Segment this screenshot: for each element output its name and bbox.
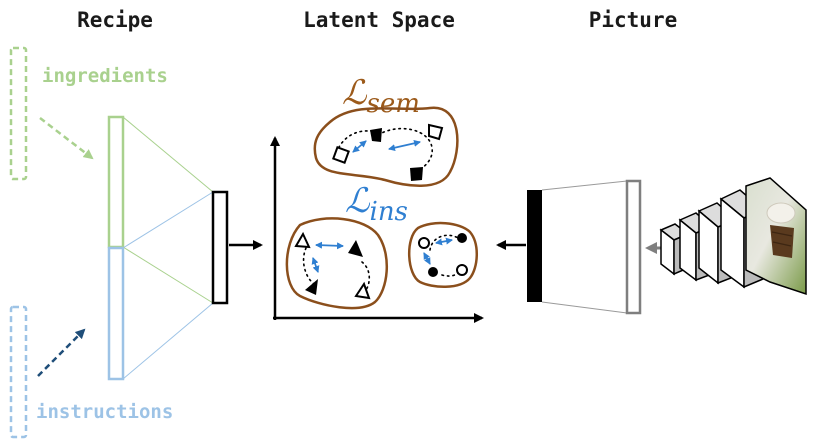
latent-axes [270, 136, 484, 323]
pull-arrow [352, 140, 367, 153]
instructions-label: instructions [36, 401, 173, 423]
cluster-bottom-right [407, 221, 478, 288]
ingredients-encoder-bar [107, 115, 125, 249]
hollow-circle-shape [418, 237, 430, 249]
cluster-top [313, 106, 459, 187]
title-recipe: Recipe [77, 8, 153, 32]
ingredients-bracket [9, 46, 28, 181]
push-arrow [388, 139, 421, 152]
instructions-encoder-bar [107, 246, 125, 381]
image-fan-lines [541, 180, 628, 314]
filled-square-shape [410, 167, 423, 181]
recipe-embedding-bar [211, 190, 229, 305]
filled-circle-shape [457, 233, 467, 243]
instructions-bracket [9, 305, 28, 439]
push-arrow [435, 237, 453, 246]
title-latent-space: Latent Space [303, 8, 455, 32]
hollow-diamond-shape [428, 123, 444, 141]
hollow-triangle-shape [294, 231, 311, 249]
pull-arrow [423, 252, 431, 265]
hollow-square-shape [332, 146, 350, 164]
filled-triangle-shape [348, 240, 363, 257]
cluster-bottom-left [285, 217, 389, 310]
filled-triangle-shape [305, 279, 318, 295]
pull-arrow [311, 257, 320, 273]
filled-circle-shape [428, 267, 438, 277]
food-photo [745, 177, 807, 296]
recipe-fan-lines [122, 116, 214, 380]
title-picture: Picture [589, 8, 678, 32]
instance-loss-label: ℒins [345, 181, 408, 227]
push-arrow [315, 241, 344, 250]
filled-diamond-shape [370, 128, 382, 142]
image-feature-bar [625, 179, 642, 315]
ingredients-label: ingredients [42, 65, 168, 87]
ingredients-arrow [39, 117, 94, 160]
hollow-triangle-shape [354, 281, 371, 300]
instructions-arrow [37, 328, 86, 377]
semantic-loss-label: ℒsem [342, 73, 420, 119]
image-embedding-bar [527, 190, 542, 302]
hollow-circle-shape [456, 264, 468, 276]
